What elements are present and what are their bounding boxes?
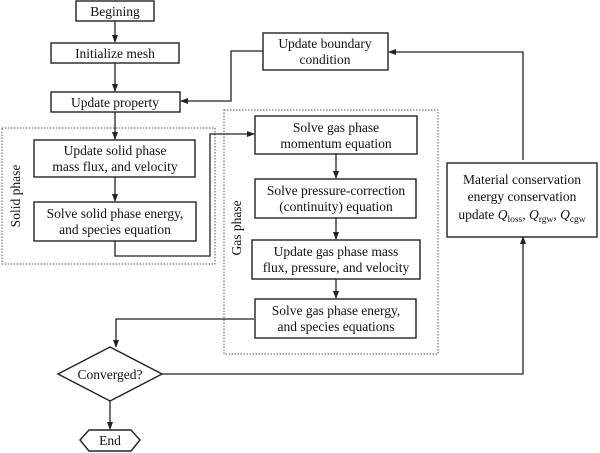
node-end: End [79,429,141,452]
q-rgw-symbol: Q [529,207,539,222]
solid-phase-group [1,127,216,265]
node-conservation-line2: energy conservation [468,189,577,204]
node-conservation-line1: Material conservation [463,172,581,187]
node-gas-mass-flux: Update gas phase mass flux, pressure, an… [251,239,421,280]
node-pressure-correction-line1: Solve pressure-correction [267,183,406,198]
node-solid-energy: Solve solid phase energy, and species eq… [33,201,197,242]
node-converged-decision: Converged? [56,346,164,402]
node-gas-momentum-line1: Solve gas phase [293,120,379,135]
update-prefix: update [458,207,494,222]
node-gas-momentum: Solve gas phase momentum equation [254,115,418,155]
edge-gas-energy-to-converged [113,318,254,348]
edge-solid-energy-to-gas-momentum [114,131,255,257]
node-update-boundary-line1: Update boundary [278,36,372,51]
node-begin-label: Begining [90,4,140,19]
node-pressure-correction-line2: (continuity) equation [279,199,393,214]
edge-conservation-to-boundary [388,49,524,160]
node-converged-label: Converged? [78,367,143,382]
node-solid-mass-flux: Update solid phase mass flux, and veloci… [33,139,196,178]
node-solid-mass-flux-line2: mass flux, and velocity [52,159,177,174]
node-gas-mass-flux-line2: flux, pressure, and velocity [263,260,410,275]
q-loss-subscript: loss [507,215,522,225]
node-update-boundary-line2: condition [300,52,351,67]
q-cgw-symbol: Q [560,207,570,222]
node-solid-energy-line1: Solve solid phase energy, [47,206,184,221]
node-pressure-correction: Solve pressure-correction (continuity) e… [254,178,417,219]
gas-phase-group [223,109,439,355]
q-cgw-subscript: cgw [570,215,586,225]
q-rgw-subscript: rgw [539,215,554,225]
node-gas-energy-line1: Solve gas phase energy, [272,303,401,318]
edge-converged-to-conservation [162,236,526,375]
node-update-property: Update property [50,91,181,113]
node-conservation: Material conservation energy conservatio… [446,162,598,238]
gas-phase-label: Gas phase [229,200,244,255]
node-begin: Begining [75,0,155,22]
node-update-property-label: Update property [71,95,159,110]
edge-boundary-to-property [180,50,263,104]
solid-phase-label: Solid phase [8,165,23,228]
node-gas-mass-flux-line1: Update gas phase mass [274,244,399,259]
node-gas-momentum-line2: momentum equation [280,136,392,151]
node-end-label: End [99,433,121,448]
node-initialize-mesh: Initialize mesh [50,42,180,64]
node-gas-energy: Solve gas phase energy, and species equa… [254,298,417,339]
node-conservation-line3: update Qloss, Qrgw, Qcgw [458,207,585,225]
q-loss-symbol: Q [498,207,508,222]
node-solid-energy-line2: and species equation [59,222,171,237]
node-initialize-mesh-label: Initialize mesh [75,46,155,61]
node-gas-energy-line2: and species equations [278,319,395,334]
node-update-boundary: Update boundary condition [262,32,389,71]
node-solid-mass-flux-line1: Update solid phase [64,143,167,158]
